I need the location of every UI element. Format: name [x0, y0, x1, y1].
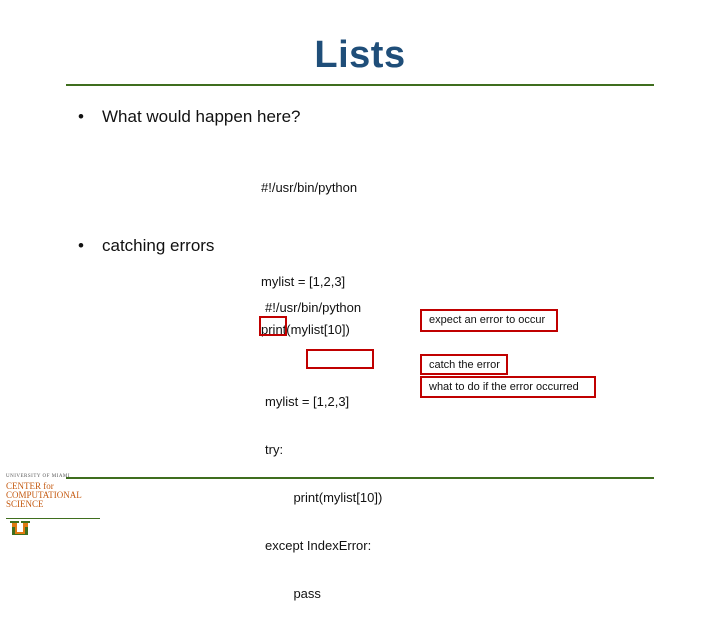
- logo-line: SCIENCE: [6, 499, 44, 509]
- bullet-dot: •: [78, 107, 84, 126]
- code-line: print(mylist[10]): [261, 322, 350, 337]
- bullet-catching-errors: •catching errors: [78, 236, 215, 255]
- code-line: try:: [265, 442, 284, 457]
- except-highlight-box: [306, 349, 374, 369]
- code-line: #!/usr/bin/python: [265, 300, 362, 315]
- u-logo-icon: [10, 521, 30, 535]
- center-logo: UNIVERSITY OF MIAMI CENTER for COMPUTATI…: [6, 474, 106, 538]
- slide-title: Lists: [314, 34, 406, 76]
- annotation-what-to-do: what to do if the error occurred: [420, 376, 596, 398]
- code-block-1: #!/usr/bin/python mylist = [1,2,3] print…: [261, 148, 357, 354]
- try-highlight-box: [259, 316, 287, 336]
- code-line: pass: [279, 586, 321, 601]
- bullet-dot: •: [78, 236, 84, 255]
- bullet-what-would-happen: •What would happen here?: [78, 107, 301, 126]
- university-label: UNIVERSITY OF MIAMI: [6, 474, 71, 479]
- code-line: except IndexError:: [265, 538, 372, 553]
- logo-line: COMPUTATIONAL: [6, 490, 82, 500]
- code-line: mylist = [1,2,3]: [265, 394, 350, 409]
- logo-line: CENTER for: [6, 481, 54, 491]
- code-line: [261, 228, 357, 242]
- code-line: #!/usr/bin/python: [261, 180, 358, 195]
- code-line: print(mylist[10]): [279, 490, 383, 505]
- bottom-divider: [66, 477, 654, 479]
- code-line: mylist = [1,2,3]: [261, 274, 346, 289]
- logo-rule: [6, 518, 100, 519]
- annotation-expect-error: expect an error to occur: [420, 309, 558, 332]
- annotation-catch-error: catch the error: [420, 354, 508, 375]
- top-divider: [66, 84, 654, 86]
